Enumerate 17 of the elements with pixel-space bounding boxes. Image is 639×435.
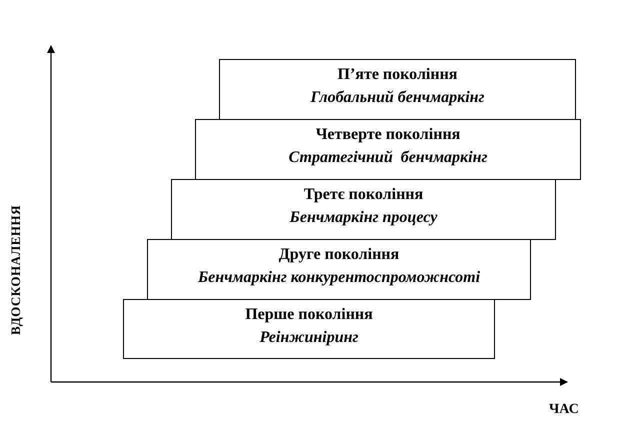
generation-box: [147, 239, 531, 300]
axis-label: ВДОСКОНАЛЕННЯ: [8, 205, 24, 335]
generation-box: [195, 119, 581, 180]
benchmarking-type: Реінжиніринг: [260, 329, 358, 347]
generation-title: Четверте покоління: [316, 126, 460, 144]
generation-box: [123, 299, 495, 359]
benchmarking-type: Глобальний бенчмаркінг: [310, 89, 484, 107]
benchmarking-type: Бенчмаркінг конкурентоспроможнсоті: [198, 269, 480, 287]
generation-title: П’яте покоління: [338, 66, 458, 84]
generation-box: [219, 59, 576, 120]
benchmarking-type: Стратегічний бенчмаркінг: [288, 149, 488, 167]
axis-label: ЧАС: [549, 402, 579, 418]
benchmarking-type: Бенчмаркінг процесу: [290, 209, 438, 227]
generation-title: Третє покоління: [304, 186, 424, 204]
generation-box: [171, 179, 556, 240]
generation-title: Перше покоління: [245, 306, 373, 324]
generation-title: Друге покоління: [278, 246, 400, 264]
